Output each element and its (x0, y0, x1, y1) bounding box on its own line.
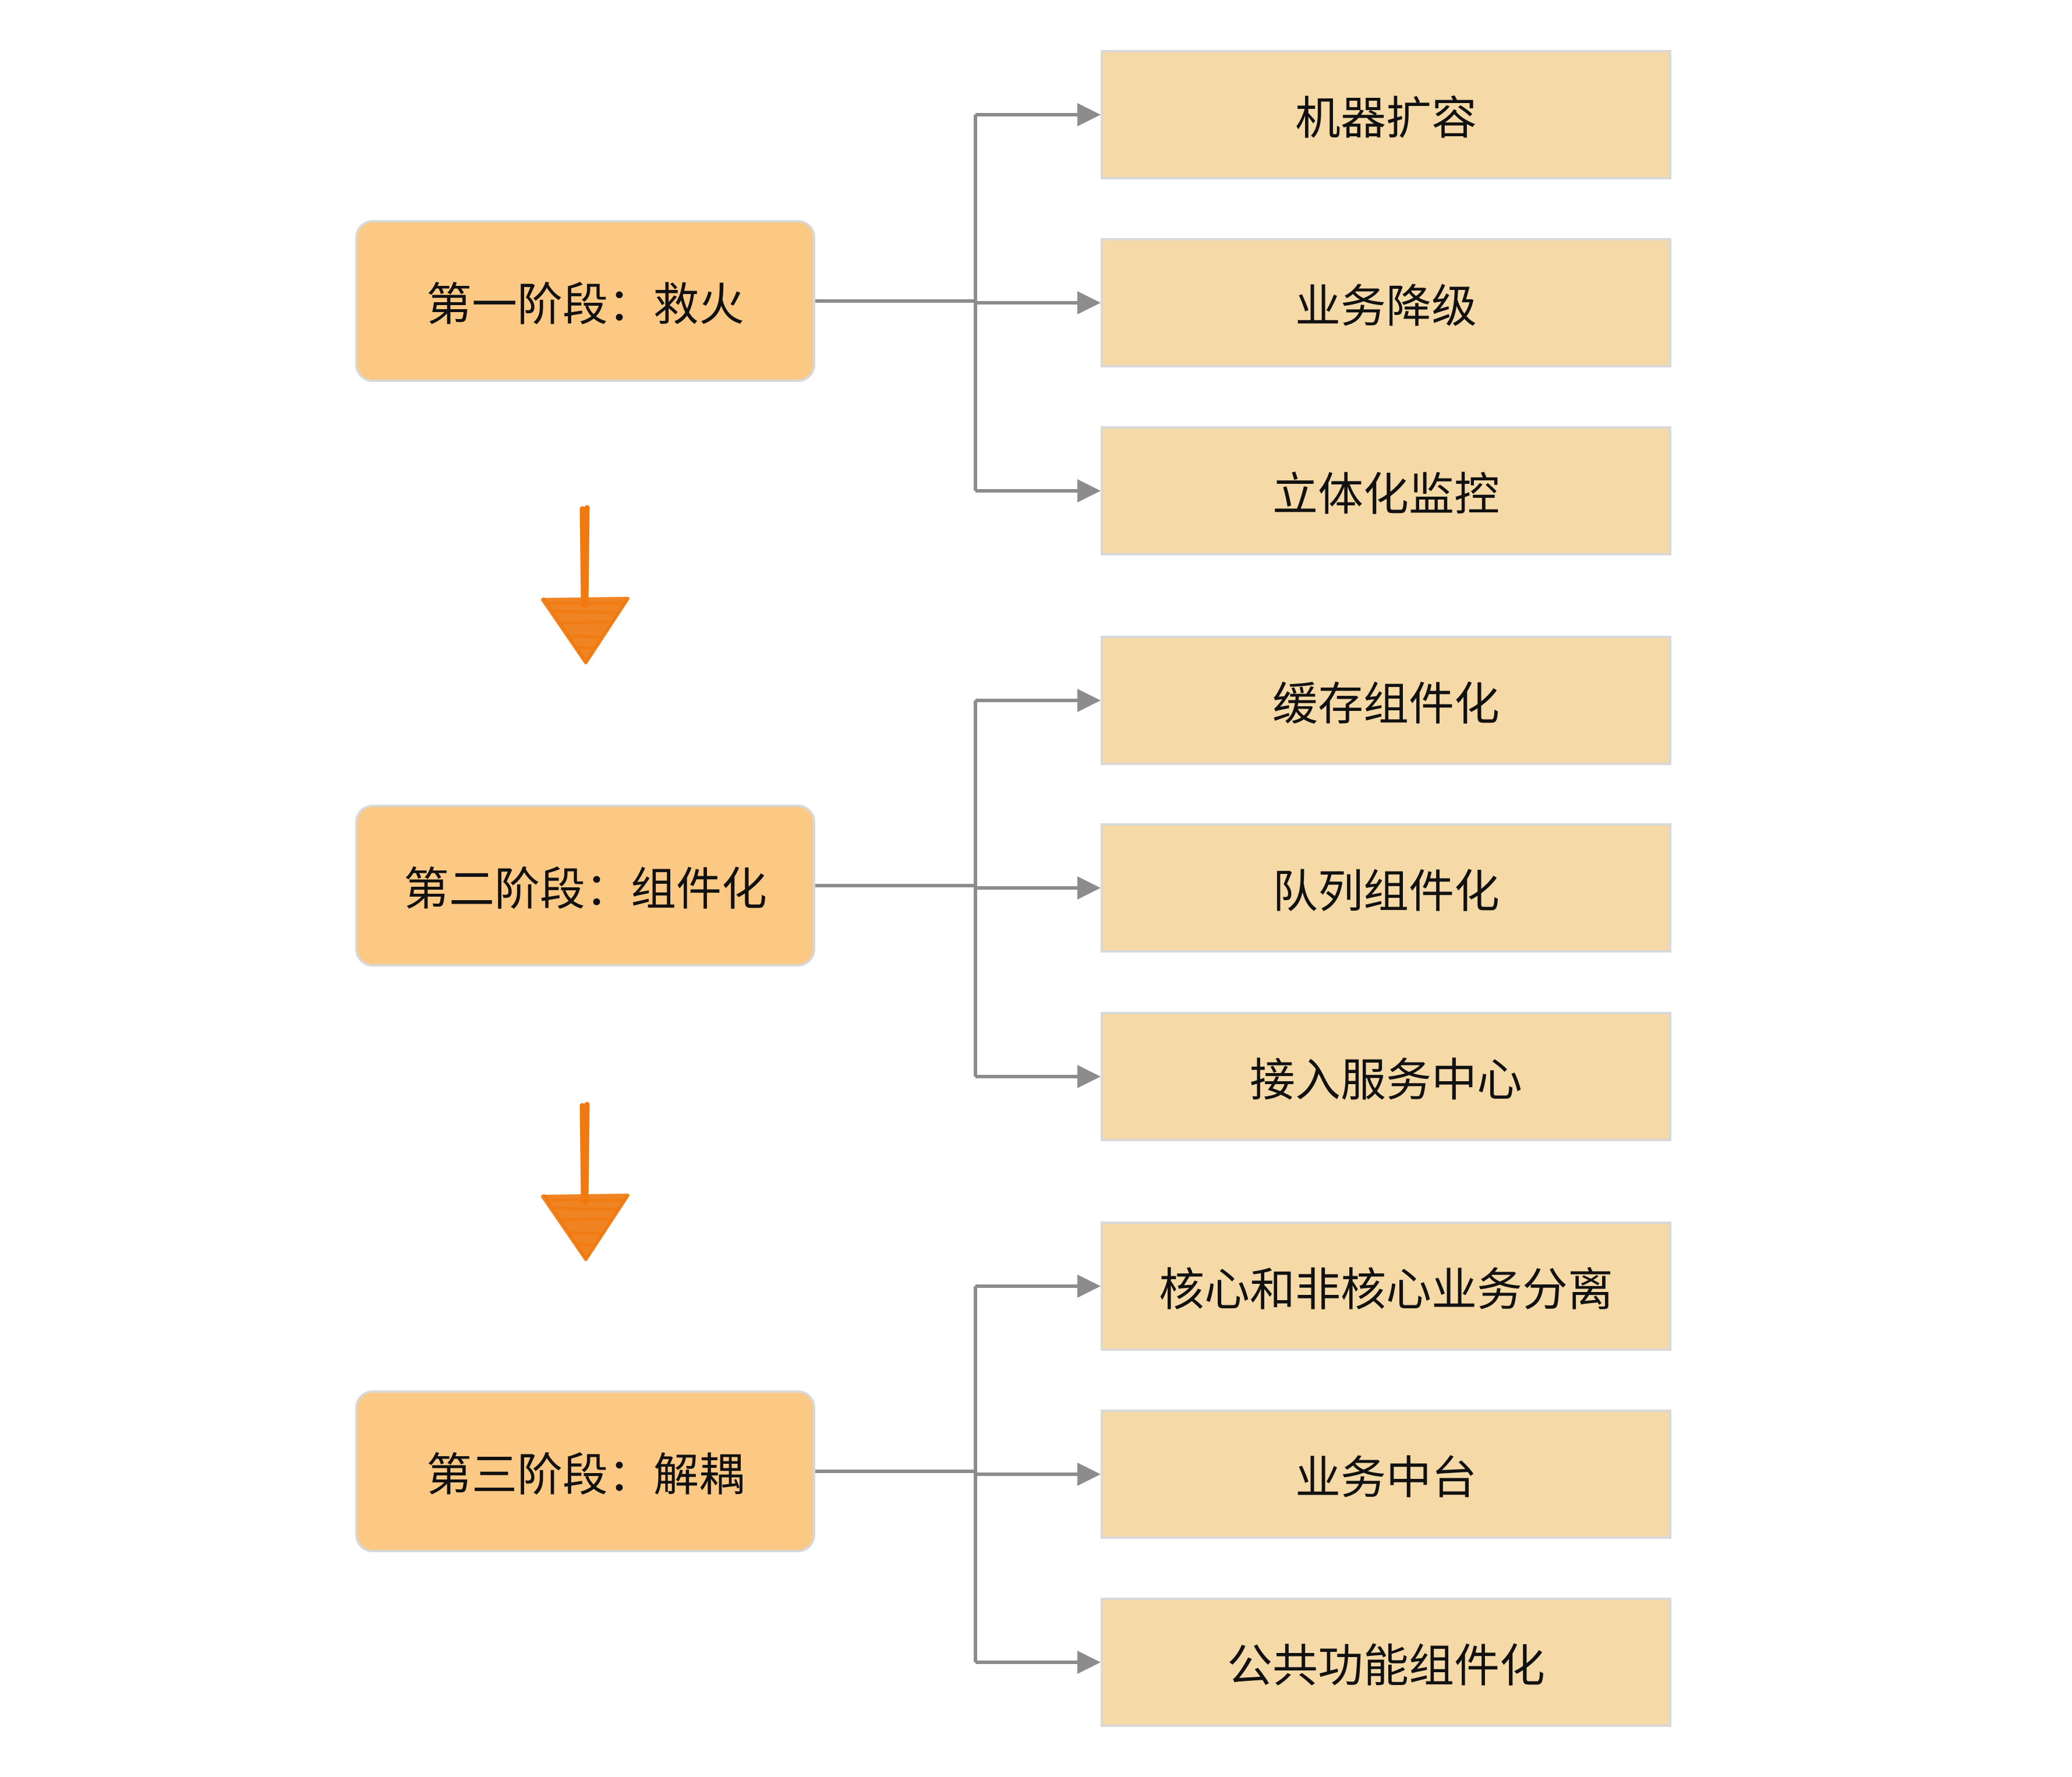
stage-3-item-2-label: 业务中台 (1295, 1452, 1477, 1505)
stage-1-item-1-label: 机器扩容 (1295, 93, 1477, 145)
connector-arrowhead-icon (1077, 689, 1101, 712)
stage-2-item-1: 缓存组件化 (1101, 636, 1671, 765)
stage-3-box: 第三阶段：解耦 (355, 1390, 815, 1552)
stage-2-item-2: 队列组件化 (1101, 823, 1671, 953)
connector-arrowhead-icon (1077, 1275, 1101, 1298)
stage-2-item-3-label: 接入服务中心 (1249, 1054, 1522, 1107)
stage-2-item-3: 接入服务中心 (1101, 1012, 1671, 1141)
stage-1-item-1: 机器扩容 (1101, 50, 1671, 179)
connector-arrowhead-icon (1077, 1651, 1101, 1674)
connector-arrowhead-icon (1077, 103, 1101, 126)
stage-3-label: 第三阶段：解耦 (426, 1449, 744, 1502)
stage-3-item-1: 核心和非核心业务分离 (1101, 1222, 1671, 1351)
down-arrow-icon (541, 505, 630, 664)
stage-1-item-2-label: 业务降级 (1295, 281, 1477, 333)
stage-1-item-3-label: 立体化监控 (1272, 469, 1500, 521)
stage-1-item-2: 业务降级 (1101, 238, 1671, 367)
connector-arrowhead-icon (1077, 291, 1101, 314)
stage-3-item-2: 业务中台 (1101, 1410, 1671, 1539)
stage-3-item-1-label: 核心和非核心业务分离 (1158, 1264, 1613, 1316)
down-arrow-icon (541, 1102, 630, 1261)
connector-arrowhead-icon (1077, 1065, 1101, 1088)
connector-arrowhead-icon (1077, 1463, 1101, 1486)
stage-2-item-2-label: 队列组件化 (1272, 866, 1500, 918)
stage-1-item-3: 立体化监控 (1101, 426, 1671, 555)
connector-arrowhead-icon (1077, 876, 1101, 900)
stage-3-item-3-label: 公共功能组件化 (1226, 1640, 1545, 1693)
stage-1-label: 第一阶段：救火 (426, 279, 744, 331)
connector-arrowhead-icon (1077, 479, 1101, 502)
stage-2-box: 第二阶段：组件化 (355, 805, 815, 967)
stage-3-item-3: 公共功能组件化 (1101, 1598, 1671, 1727)
stage-2-label: 第二阶段：组件化 (403, 863, 767, 916)
stage-2-item-1-label: 缓存组件化 (1272, 678, 1500, 731)
stage-1-box: 第一阶段：救火 (355, 220, 815, 382)
